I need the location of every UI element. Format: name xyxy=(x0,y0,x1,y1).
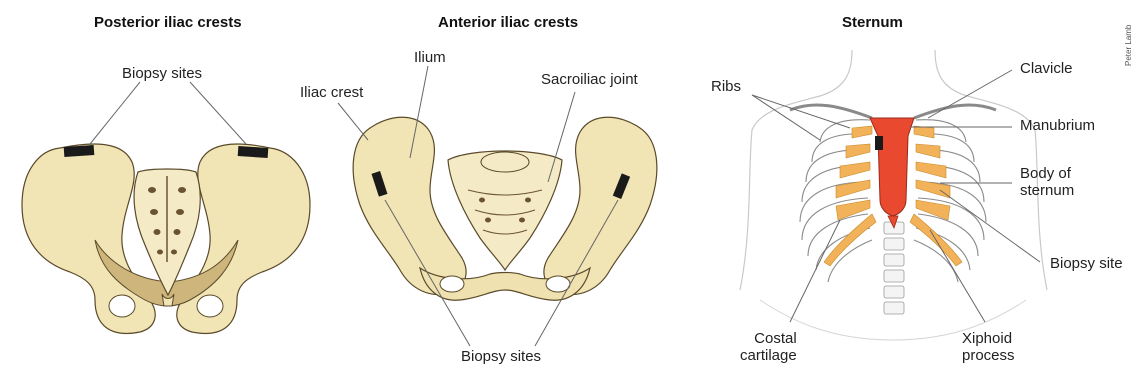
xiphoid-label: Xiphoid process xyxy=(962,330,1015,364)
posterior-biopsy-label: Biopsy sites xyxy=(122,65,202,82)
anterior-title: Anterior iliac crests xyxy=(438,14,578,31)
anterior-ilium-label: Ilium xyxy=(414,49,446,66)
posterior-right-biopsy-marker xyxy=(238,146,269,158)
clavicle-label: Clavicle xyxy=(1020,60,1073,77)
anterior-right-ilium xyxy=(544,117,657,294)
anterior-pelvis xyxy=(338,66,657,346)
posterior-leader-right xyxy=(190,82,246,144)
costal-cartilage-label: Costal cartilage xyxy=(740,330,797,364)
anterior-sacroiliac-label: Sacroiliac joint xyxy=(541,71,638,88)
sternum-biopsy-marker xyxy=(875,136,883,150)
anterior-left-obturator xyxy=(440,276,464,292)
posterior-title: Posterior iliac crests xyxy=(94,14,242,31)
thorax xyxy=(740,50,1047,340)
sternum-bone xyxy=(870,118,914,216)
thoracic-spine xyxy=(884,222,904,314)
sternum-title: Sternum xyxy=(842,14,903,31)
anterior-l5-vertebra xyxy=(481,152,529,172)
anterior-iliac-crest-label: Iliac crest xyxy=(300,84,363,101)
posterior-left-obturator xyxy=(109,295,135,317)
ribs-label: Ribs xyxy=(711,78,741,95)
posterior-right-obturator xyxy=(197,295,223,317)
anterior-leader-iliac-crest xyxy=(338,103,368,140)
clavicle-right xyxy=(914,105,996,118)
sternum-biopsy-label: Biopsy site xyxy=(1050,255,1123,272)
anterior-right-obturator xyxy=(546,276,570,292)
manubrium-label: Manubrium xyxy=(1020,117,1095,134)
anterior-left-ilium xyxy=(353,117,466,294)
body-of-sternum-label: Body of sternum xyxy=(1020,165,1074,199)
posterior-left-biopsy-marker xyxy=(64,145,95,157)
anterior-biopsy-label: Biopsy sites xyxy=(461,348,541,365)
posterior-pelvis xyxy=(22,82,310,333)
artist-credit: Peter Lamb xyxy=(1124,25,1133,66)
posterior-leader-left xyxy=(90,82,140,144)
